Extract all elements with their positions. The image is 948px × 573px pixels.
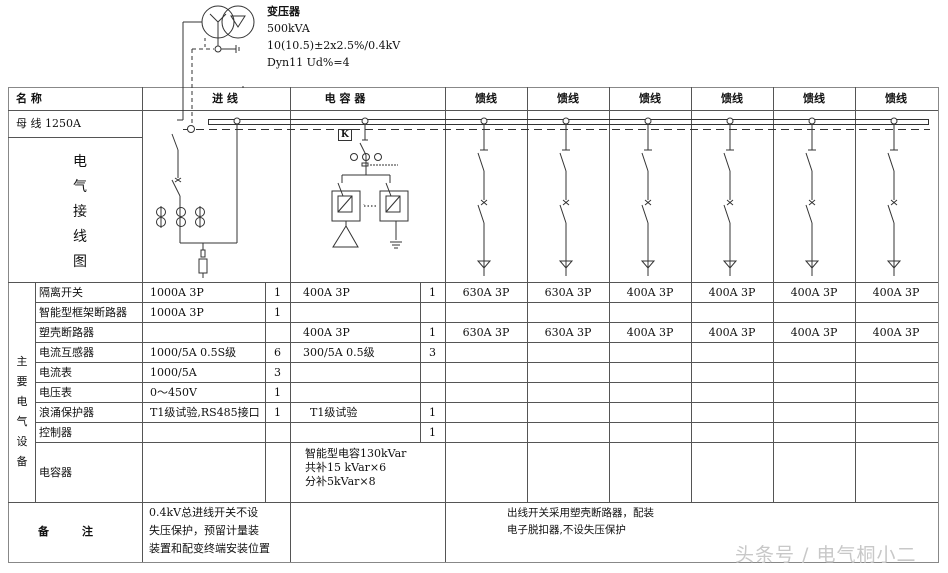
incoming-qty: 1 (274, 386, 281, 399)
transformer-connection: Dyn11 Ud%=4 (267, 56, 350, 69)
watermark: 头条号 / 电气桐小二 (735, 544, 917, 566)
feeder-3-spec: 400A 3P (626, 286, 674, 299)
capacitor-qty: 3 (429, 346, 436, 359)
equipment-name: 控制器 (39, 426, 72, 439)
remarks-feeder-2: 电子脱扣器,不设失压保护 (507, 524, 626, 536)
incoming-spec: 1000/5A (150, 366, 197, 379)
feeder-5-spec: 400A 3P (790, 326, 838, 339)
incoming-spec: 1000/5A 0.5S级 (150, 346, 237, 359)
equipment-name: 电流互感器 (39, 346, 94, 359)
capacitor-spec: 400A 3P (303, 286, 350, 299)
remarks-label-left: 备 (38, 525, 49, 538)
capacitor-spec-line-1: 智能型电容130kVar (305, 447, 407, 460)
k-contactor-label: K (338, 129, 352, 141)
col-header-incoming: 进 线 (212, 92, 238, 105)
col-header-feeder-4: 馈线 (721, 92, 743, 105)
incoming-qty: 6 (274, 346, 281, 359)
remarks-incoming-1: 0.4kV总进线开关不设 (149, 506, 259, 519)
incoming-spec: 1000A 3P (150, 306, 204, 319)
feeder-4-spec: 400A 3P (708, 286, 756, 299)
capacitor-spec-line-2: 共补15 kVar×6 (305, 461, 387, 474)
remarks-feeder-1: 出线开关采用塑壳断路器，配装 (507, 507, 654, 519)
transformer-title: 变压器 (267, 5, 300, 18)
feeder-6-spec: 400A 3P (872, 286, 920, 299)
feeder-6-spec: 400A 3P (872, 326, 920, 339)
incoming-qty: 1 (274, 286, 281, 299)
incoming-spec: T1级试验,RS485接口 (150, 406, 260, 419)
capacitor-qty: 1 (429, 406, 436, 419)
transformer-capacity: 500kVA (267, 22, 310, 35)
equipment-group-label: 主要电气设备 (16, 355, 28, 468)
col-header-capacitor: 电 容 器 (324, 92, 366, 105)
feeder-3-spec: 400A 3P (626, 326, 674, 339)
capacitor-qty: 1 (429, 326, 436, 339)
incoming-spec: 0～450V (150, 386, 197, 399)
col-header-feeder-5: 馈线 (803, 92, 825, 105)
capacitor-qty: 1 (429, 426, 436, 439)
capacitor-spec: T1级试验 (310, 406, 358, 419)
equipment-name: 智能型框架断路器 (39, 306, 127, 319)
diagram-label: 电气接线图 (73, 154, 87, 270)
equipment-name: 电压表 (39, 386, 72, 399)
feeder-1-spec: 630A 3P (462, 326, 510, 339)
feeder-2-spec: 630A 3P (544, 286, 592, 299)
remarks-incoming-3: 装置和配变终端安装位置 (149, 542, 270, 555)
incoming-qty: 3 (274, 366, 281, 379)
incoming-spec: 1000A 3P (150, 286, 204, 299)
feeder-2-spec: 630A 3P (544, 326, 592, 339)
incoming-qty: 1 (274, 406, 281, 419)
busbar-label: 母 线 1250A (16, 117, 81, 130)
equipment-name: 隔离开关 (39, 286, 83, 299)
feeder-5-spec: 400A 3P (790, 286, 838, 299)
incoming-qty: 1 (274, 306, 281, 319)
feeder-4-spec: 400A 3P (708, 326, 756, 339)
equipment-name: 浪涌保护器 (39, 406, 94, 419)
capacitor-spec: 300/5A 0.5级 (303, 346, 375, 359)
transformer-ratio: 10(10.5)±2x2.5%/0.4kV (267, 39, 401, 52)
capacitor-spec: 400A 3P (303, 326, 350, 339)
capacitor-spec-line-3: 分补5kVar×8 (305, 475, 376, 488)
capacitor-qty: 1 (429, 286, 436, 299)
equipment-name: 塑壳断路器 (39, 326, 94, 339)
equipment-name: 电流表 (39, 366, 72, 379)
remarks-label-right: 注 (82, 525, 93, 538)
remarks-incoming-2: 失压保护，预留计量装 (149, 524, 259, 537)
name-header: 名 称 (16, 92, 42, 105)
col-header-feeder-3: 馈线 (639, 92, 661, 105)
col-header-feeder-2: 馈线 (557, 92, 579, 105)
capacitor-row-name: 电容器 (39, 466, 72, 479)
feeder-1-spec: 630A 3P (462, 286, 510, 299)
col-header-feeder-1: 馈线 (475, 92, 497, 105)
col-header-feeder-6: 馈线 (885, 92, 907, 105)
